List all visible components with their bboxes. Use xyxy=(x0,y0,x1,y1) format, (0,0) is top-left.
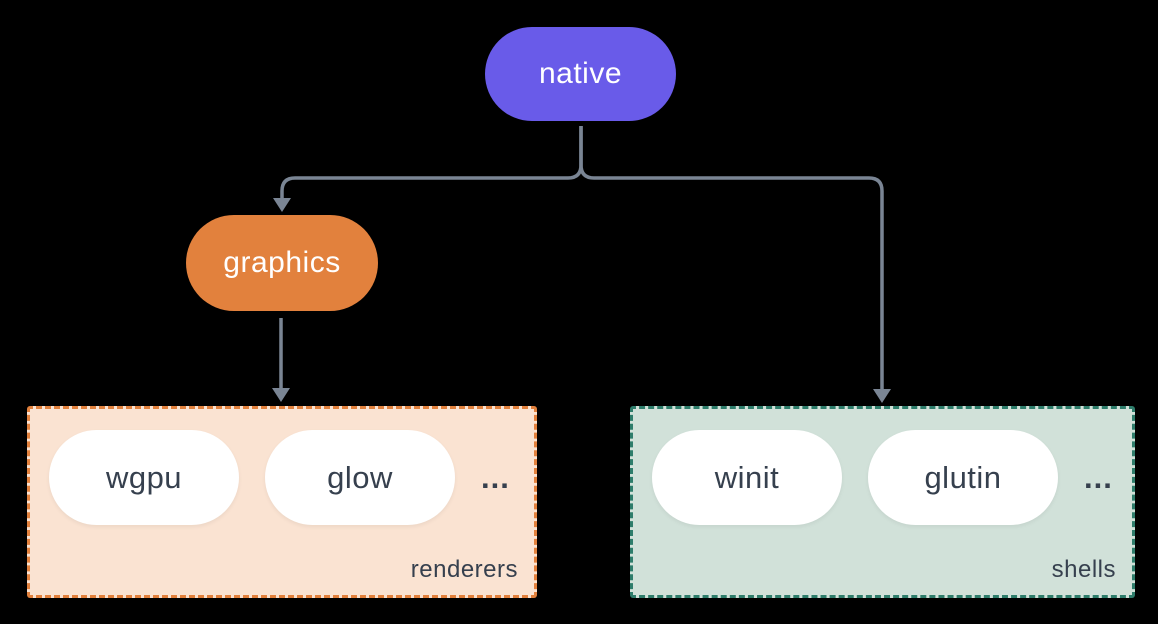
node-graphics-label: graphics xyxy=(223,246,341,279)
node-native-label: native xyxy=(538,57,623,90)
item-winit: winit xyxy=(652,430,842,525)
item-glutin: glutin xyxy=(868,430,1058,525)
item-glow-label: glow xyxy=(327,459,393,495)
shells-ellipsis: ... xyxy=(1084,459,1113,495)
item-glow: glow xyxy=(265,430,455,525)
node-native: native xyxy=(485,27,676,121)
arrowhead-graphics-renderers xyxy=(272,388,290,402)
item-glutin-label: glutin xyxy=(924,459,1002,495)
group-shells-row: winit glutin ... xyxy=(633,409,1132,525)
arrowhead-native-graphics xyxy=(273,198,291,212)
edge-native-graphics xyxy=(280,126,583,200)
group-renderers: wgpu glow ... renderers xyxy=(27,406,537,598)
renderers-ellipsis: ... xyxy=(481,459,510,495)
item-wgpu-label: wgpu xyxy=(105,459,183,495)
group-shells: winit glutin ... shells xyxy=(630,406,1135,598)
item-wgpu: wgpu xyxy=(49,430,239,525)
item-winit-label: winit xyxy=(714,459,780,495)
group-renderers-label: renderers xyxy=(410,556,518,583)
edge-native-shells xyxy=(579,126,884,391)
arrowhead-native-shells xyxy=(873,389,891,403)
group-renderers-row: wgpu glow ... xyxy=(30,409,534,525)
node-graphics: graphics xyxy=(186,215,378,311)
group-shells-label: shells xyxy=(1051,556,1116,583)
